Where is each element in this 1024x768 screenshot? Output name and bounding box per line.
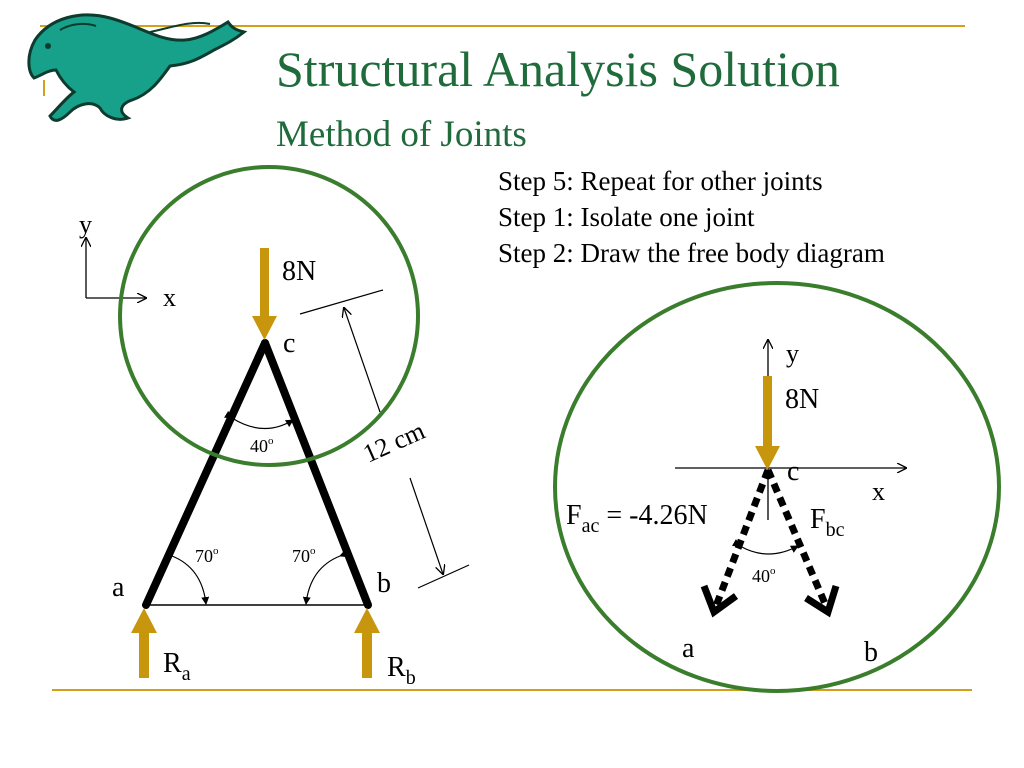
fbd-y-label: y [786,339,799,368]
reaction-a-arrow [131,608,157,678]
truss-y-label: y [79,210,92,239]
truss-x-label: x [163,283,176,312]
fbd-load-label: 8N [785,384,819,415]
fbd-node-c: c [787,456,799,487]
truss-node-a: a [112,572,125,603]
mustang-logo-icon [27,13,248,122]
fbd-force-bc [764,468,830,608]
truss-load-arrow [252,248,277,340]
fbd-fac-label: Fac = -4.26N [566,500,708,537]
fbd-force-bc-head [804,584,840,618]
slide-subtitle: Method of Joints [276,114,527,155]
slide-title: Structural Analysis Solution [276,41,840,97]
truss-angle-left-arc [164,549,210,605]
truss-node-b: b [377,568,391,599]
fbd-force-ac [712,468,772,608]
fbd-circle [553,281,1001,693]
dim-arrow-lower [409,477,443,574]
fbd-fbc-label: Fbc [810,504,845,541]
step-line-3: Step 2: Draw the free body diagram [498,238,885,268]
fbd-force-ac-head [700,584,739,618]
step-line-1: Step 5: Repeat for other joints [498,166,823,196]
fbd-node-a: a [682,633,695,664]
isolation-circle [118,165,420,467]
dim-ext-top [299,289,384,315]
fbd-angle-arc [731,539,799,555]
step-line-2: Step 1: Isolate one joint [498,202,755,232]
reaction-b-label: Rb [387,652,416,689]
truss-angle-right: 70o [292,545,316,566]
fbd-node-b: b [864,637,878,668]
reaction-b-arrow [354,608,380,678]
dim-arrow-upper [344,308,381,413]
truss-angle-right-arc [302,549,348,605]
fbd-angle-label: 40o [752,565,776,586]
truss-angle-left: 70o [195,545,219,566]
truss-node-c: c [283,328,295,359]
truss-angle-top: 40o [250,435,274,456]
fbd-load-arrow [755,376,780,470]
dim-ext-bottom [417,564,470,589]
truss-angle-top-arc [223,410,294,430]
truss-load-label: 8N [282,256,316,287]
fbd-x-label: x [872,477,885,506]
reaction-a-label: Ra [163,648,191,685]
member-bc [261,339,372,609]
